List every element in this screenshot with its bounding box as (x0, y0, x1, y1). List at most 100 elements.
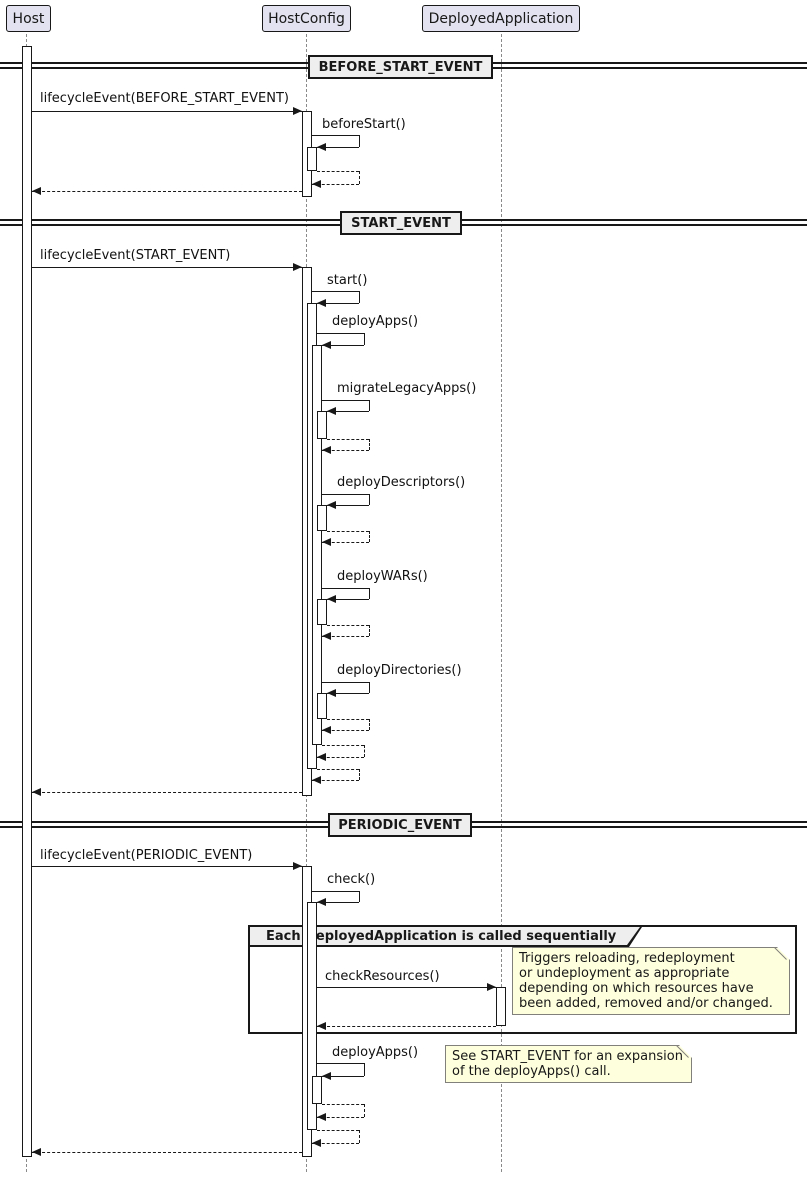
hostconfig-activation-nested (312, 1076, 322, 1104)
note-line: Triggers reloading, redeployment (519, 951, 735, 966)
note-fold-icon (777, 947, 790, 960)
divider-periodic-label: PERIODIC_EVENT (338, 817, 462, 833)
participant-deployedapplication: DeployedApplication (422, 5, 580, 32)
note-fold-icon (679, 1045, 692, 1058)
arrowhead-left-icon (32, 788, 41, 796)
selfcall-bottom-line (327, 505, 369, 506)
return-line (32, 191, 302, 192)
arrowhead-left-icon (322, 538, 331, 546)
message-label: checkResources() (325, 969, 440, 984)
selfcall-top-line (322, 400, 369, 401)
arrowhead-left-icon (317, 1022, 326, 1030)
selfreturn-bottom-line (317, 1117, 364, 1118)
message-label: lifecycleEvent(START_EVENT) (40, 248, 231, 263)
message-label: beforeStart() (322, 117, 406, 132)
selfreturn-side-line (369, 531, 370, 542)
message-label: deployApps() (332, 314, 419, 329)
selfcall-top-line (322, 682, 369, 683)
selfreturn-side-line (369, 719, 370, 730)
selfreturn-side-line (359, 1130, 360, 1143)
selfreturn-side-line (364, 745, 365, 757)
message-line (317, 987, 496, 988)
divider-start-label: START_EVENT (351, 215, 451, 231)
deployedapplication-lifeline (501, 34, 502, 1172)
arrowhead-right-icon (293, 263, 302, 271)
hostconfig-activation-nested (317, 599, 327, 625)
selfreturn-bottom-line (322, 542, 369, 543)
selfcall-side-line (364, 333, 365, 345)
selfreturn-side-line (359, 171, 360, 184)
selfcall-side-line (359, 135, 360, 147)
selfreturn-top-line (327, 531, 369, 532)
participant-hostconfig: HostConfig (262, 5, 351, 32)
message-label: deployWARs() (337, 569, 428, 584)
arrowhead-left-icon (327, 689, 336, 697)
arrowhead-right-icon (487, 983, 496, 991)
group-header-inner: Each DeployedApplication is called seque… (250, 927, 640, 945)
message-label: migrateLegacyApps() (337, 381, 477, 396)
selfcall-bottom-line (317, 303, 359, 304)
message-line (32, 267, 302, 268)
host-activation (22, 46, 32, 1157)
selfreturn-top-line (317, 171, 359, 172)
group-frame: Each DeployedApplication is called seque… (248, 925, 797, 1034)
selfreturn-side-line (369, 439, 370, 450)
selfreturn-bottom-line (322, 730, 369, 731)
selfreturn-side-line (364, 1104, 365, 1117)
note-line: or undeployment as appropriate (519, 966, 730, 981)
selfcall-bottom-line (327, 411, 369, 412)
hostconfig-activation-nested (317, 411, 327, 439)
selfreturn-top-line (327, 439, 369, 440)
selfcall-top-line (322, 494, 369, 495)
note-line: been added, removed and/or changed. (519, 996, 773, 1011)
group-label: Each DeployedApplication is called seque… (266, 928, 617, 944)
arrowhead-left-icon (312, 776, 321, 784)
hostconfig-activation-nested (312, 345, 322, 745)
return-line (317, 1026, 496, 1027)
note-deploy-apps: See START_EVENT for an expansion of the … (445, 1045, 692, 1083)
arrowhead-left-icon (322, 446, 331, 454)
arrowhead-left-icon (327, 407, 336, 415)
selfreturn-bottom-line (322, 636, 369, 637)
arrowhead-left-icon (322, 632, 331, 640)
selfreturn-top-line (317, 1130, 359, 1131)
divider-before-start: BEFORE_START_EVENT (308, 55, 493, 79)
participant-deployedapplication-label: DeployedApplication (428, 10, 574, 27)
message-label: start() (327, 273, 368, 288)
selfreturn-bottom-line (322, 450, 369, 451)
participant-host: Host (6, 5, 51, 32)
selfcall-top-line (312, 891, 359, 892)
message-line (32, 866, 302, 867)
selfcall-top-line (312, 291, 359, 292)
arrowhead-left-icon (322, 341, 331, 349)
message-label: check() (327, 872, 376, 887)
selfcall-top-line (322, 588, 369, 589)
note-check-resources: Triggers reloading, redeployment or unde… (512, 947, 790, 1015)
divider-start: START_EVENT (340, 211, 462, 235)
selfcall-top-line (317, 1063, 364, 1064)
hostconfig-activation-nested (317, 505, 327, 531)
group-header: Each DeployedApplication is called seque… (250, 927, 642, 947)
arrowhead-left-icon (312, 180, 321, 188)
return-line (32, 792, 302, 793)
arrowhead-right-icon (293, 862, 302, 870)
selfcall-side-line (369, 400, 370, 411)
message-label: deployDescriptors() (337, 475, 466, 490)
selfreturn-top-line (317, 769, 359, 770)
selfreturn-bottom-line (312, 780, 359, 781)
arrowhead-left-icon (327, 501, 336, 509)
selfcall-bottom-line (327, 693, 369, 694)
selfreturn-bottom-line (317, 757, 364, 758)
arrowhead-left-icon (317, 753, 326, 761)
selfreturn-top-line (322, 745, 364, 746)
arrowhead-left-icon (312, 1139, 321, 1147)
message-label: lifecycleEvent(BEFORE_START_EVENT) (40, 91, 289, 106)
selfcall-bottom-line (322, 1076, 364, 1077)
hostconfig-activation-nested (307, 902, 317, 1130)
selfreturn-bottom-line (312, 184, 359, 185)
message-line (32, 111, 302, 112)
selfcall-bottom-line (327, 599, 369, 600)
selfcall-side-line (359, 891, 360, 902)
selfcall-side-line (369, 494, 370, 505)
selfreturn-bottom-line (312, 1143, 359, 1144)
